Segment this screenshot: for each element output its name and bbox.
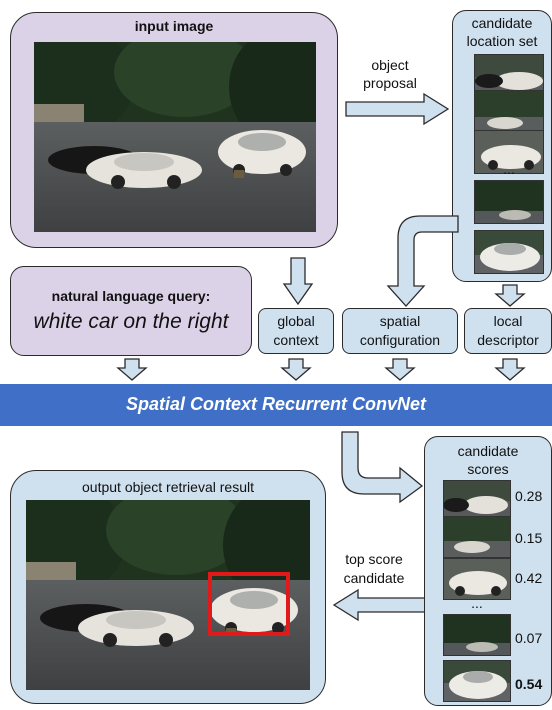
score-thumb-4 <box>443 614 511 656</box>
candidate-thumb-2 <box>474 90 544 134</box>
input-photo <box>34 42 316 232</box>
network-label: Spatial Context Recurrent ConvNet <box>125 394 427 414</box>
spatial-configuration-line2: configuration <box>359 332 441 348</box>
candidate-scores-title-line1: candidate <box>457 443 519 459</box>
candidate-scores-title-line2: scores <box>467 461 509 477</box>
top-score-label-line2: candidate <box>343 570 405 586</box>
network-bar <box>0 384 552 426</box>
candidate-thumb-5 <box>474 230 544 274</box>
score-value-3: 0.42 <box>515 570 543 586</box>
global-context-box <box>258 308 334 354</box>
score-thumb-5 <box>443 660 511 702</box>
local-descriptor-line2: descriptor <box>477 332 539 348</box>
query-panel <box>10 266 252 356</box>
spatial-to-network-arrow <box>384 358 416 381</box>
candidate-scores-ellipsis: ... <box>471 595 483 611</box>
candidate-set-title-line2: location set <box>466 33 538 49</box>
score-thumb-3 <box>443 558 511 600</box>
local-descriptor-line1: local <box>493 313 523 329</box>
spatial-configuration-box <box>342 308 458 354</box>
local-to-network-arrow <box>494 358 526 381</box>
top-score-arrow <box>332 588 427 622</box>
input-to-global-arrow <box>282 257 314 306</box>
candidate-thumb-4 <box>474 180 544 224</box>
candidate-to-local-arrow <box>494 284 526 307</box>
spatial-configuration-line1: spatial <box>379 313 421 329</box>
query-to-network-arrow <box>116 358 148 381</box>
score-value-5: 0.54 <box>515 676 543 692</box>
object-proposal-label-line2: proposal <box>363 75 417 91</box>
score-value-4: 0.07 <box>515 630 543 646</box>
input-image-title: input image <box>134 18 214 34</box>
local-descriptor-box <box>464 308 552 354</box>
output-panel-title: output object retrieval result <box>82 479 254 495</box>
query-title: natural language query: <box>51 288 211 304</box>
object-proposal-arrow <box>345 92 450 126</box>
global-context-line1: global <box>277 313 315 329</box>
global-to-network-arrow <box>280 358 312 381</box>
network-to-scores-arrow <box>341 431 424 504</box>
output-photo <box>26 500 310 690</box>
global-context-line2: context <box>273 332 319 348</box>
retrieval-highlight-box <box>208 572 290 636</box>
score-value-1: 0.28 <box>515 488 543 504</box>
query-text: white car on the right <box>33 310 229 333</box>
candidate-set-title-line1: candidate <box>471 15 533 31</box>
object-proposal-label-line1: object <box>371 57 409 73</box>
top-score-label-line1: top score <box>345 551 403 567</box>
score-value-2: 0.15 <box>515 530 543 546</box>
candidate-set-ellipsis: ... <box>503 161 515 177</box>
candidate-to-spatial-arrow <box>386 215 459 307</box>
score-thumb-2 <box>443 516 511 558</box>
candidate-thumb-3 <box>474 130 544 174</box>
